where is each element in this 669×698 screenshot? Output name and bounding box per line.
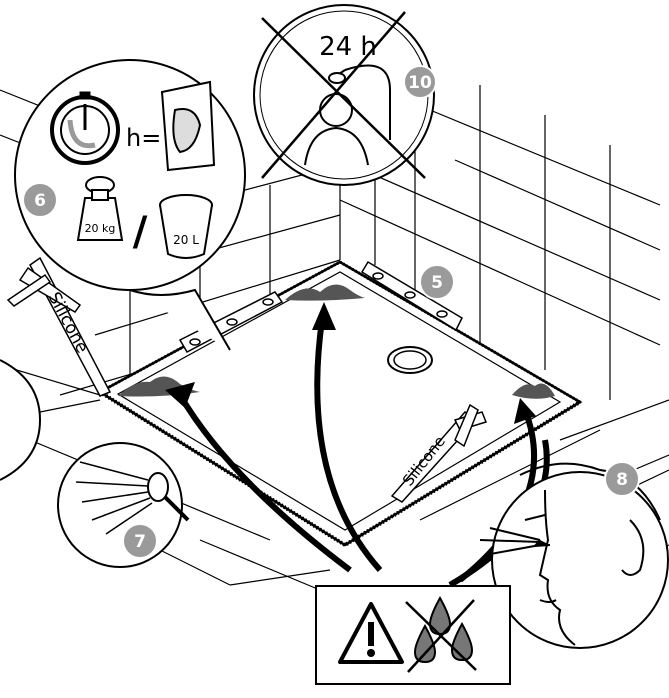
mortar-bag-icon bbox=[160, 80, 216, 172]
spirit-level-left bbox=[178, 291, 284, 353]
slash-separator: / bbox=[133, 209, 148, 255]
weight-label: 20 kg bbox=[85, 222, 116, 235]
shower-icon bbox=[75, 461, 190, 535]
cure-time-label: 24 h bbox=[319, 32, 377, 62]
callout-partial-left bbox=[0, 359, 42, 481]
cross-line-2 bbox=[261, 11, 406, 179]
spirit-level-right bbox=[360, 260, 463, 332]
bucket-label: 20 L bbox=[173, 233, 199, 247]
arrowhead-left bbox=[165, 382, 195, 408]
mortar-blob bbox=[512, 383, 555, 399]
warning-icon bbox=[338, 602, 404, 664]
callout-inspect: 8 bbox=[479, 461, 669, 649]
arrowheads bbox=[165, 302, 536, 424]
step-number-5: 5 bbox=[431, 273, 443, 293]
step-badge-10 bbox=[403, 65, 437, 99]
arrowhead-top bbox=[312, 302, 336, 330]
cross-line-1 bbox=[261, 17, 426, 179]
step-badge-8 bbox=[604, 461, 640, 497]
step-number-10: 10 bbox=[408, 73, 432, 93]
step-badge-6 bbox=[22, 182, 58, 218]
weight-icon bbox=[76, 176, 124, 241]
step-number-8: 8 bbox=[616, 470, 628, 490]
step-badge-5 bbox=[419, 264, 455, 300]
water-cross-line-2 bbox=[407, 599, 475, 673]
step-badge-7 bbox=[122, 523, 158, 559]
warning-box bbox=[315, 585, 511, 685]
bucket-icon bbox=[159, 194, 213, 259]
callout-cure-time: 24 h 10 bbox=[253, 4, 437, 186]
step-number-7: 7 bbox=[134, 532, 146, 552]
callout-clean: 7 bbox=[57, 442, 190, 568]
arrow-to-top-corner bbox=[314, 319, 383, 572]
clock-icon bbox=[50, 91, 120, 165]
step-number-6: 6 bbox=[34, 191, 46, 211]
arrowhead-right bbox=[514, 398, 536, 424]
mortar-blob bbox=[285, 284, 365, 301]
eye-face-icon bbox=[479, 462, 661, 646]
formula-h-equals: h= bbox=[126, 124, 161, 152]
arrow-to-left-corner bbox=[177, 393, 352, 573]
callout-mortar: h= 6 20 kg / 20 L bbox=[14, 59, 246, 351]
